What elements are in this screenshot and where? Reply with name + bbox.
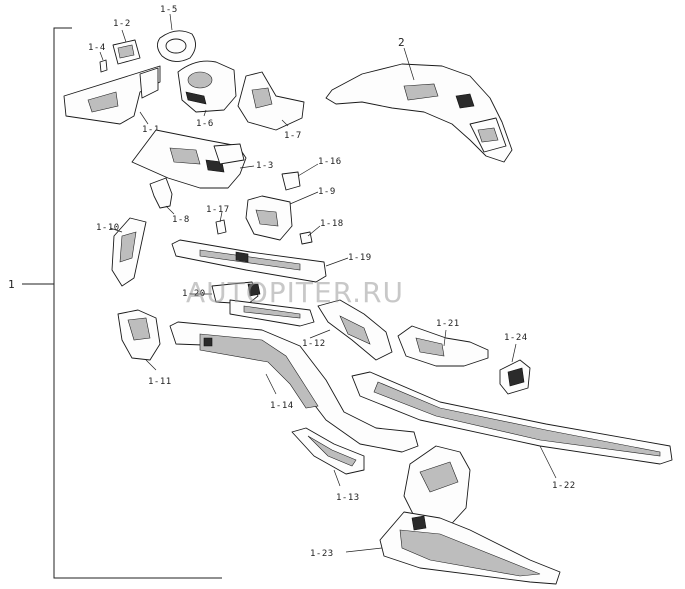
assembly-bracket [22,27,222,579]
part-1-13[interactable] [291,427,365,487]
part-1-10[interactable] [109,217,147,287]
part-1-24[interactable] [499,343,531,395]
label-1-12: 1-12 [302,339,326,349]
label-1-24: 1-24 [504,333,528,343]
label-1-10: 1-10 [96,223,120,233]
part-1-11[interactable] [117,309,161,371]
label-1-16: 1-16 [318,157,342,167]
label-1-9: 1-9 [318,187,336,197]
part-1-17[interactable] [215,211,227,235]
label-1-17: 1-17 [206,205,230,215]
part-1-20[interactable] [190,281,261,305]
part-1-14[interactable] [169,321,419,453]
part-1-16[interactable] [281,163,319,191]
part-1-22[interactable] [351,371,673,479]
part-1-21[interactable] [397,325,489,367]
part-1-4[interactable] [99,51,108,73]
label-2: 2 [398,36,405,49]
label-1-20: 1-20 [182,289,206,299]
part-1-12[interactable] [309,299,393,361]
label-1-13: 1-13 [336,493,360,503]
label-1-23: 1-23 [310,549,334,559]
label-1-4: 1-4 [88,43,106,53]
group-label: 1 [8,278,15,291]
part-1-1[interactable] [63,65,161,125]
part-1-3[interactable] [131,129,255,189]
label-1-8: 1-8 [172,215,190,225]
label-1-22: 1-22 [552,481,576,491]
part-reinforcement[interactable] [229,299,315,327]
label-1-18: 1-18 [320,219,344,229]
part-1-9[interactable] [245,191,319,241]
label-1-19: 1-19 [348,253,372,263]
label-1-5: 1-5 [160,5,178,15]
label-1-2: 1-2 [113,19,131,29]
label-1-7: 1-7 [284,131,302,141]
part-2[interactable] [325,47,513,163]
part-1-7[interactable] [237,71,305,131]
label-1-14: 1-14 [270,401,294,411]
label-1-1: 1-1 [142,125,160,135]
part-1-8[interactable] [149,177,175,215]
part-1-5[interactable] [157,13,196,62]
part-1-6[interactable] [177,60,237,117]
label-1-6: 1-6 [196,119,214,129]
part-1-2[interactable] [112,29,141,65]
watermark-text: AUTOPITER.RU [186,276,404,309]
label-1-21: 1-21 [436,319,460,329]
label-1-11: 1-11 [148,377,172,387]
label-1-3: 1-3 [256,161,274,171]
part-1-23[interactable] [345,445,561,585]
part-1-18[interactable] [299,225,321,245]
part-1-19[interactable] [171,239,349,283]
